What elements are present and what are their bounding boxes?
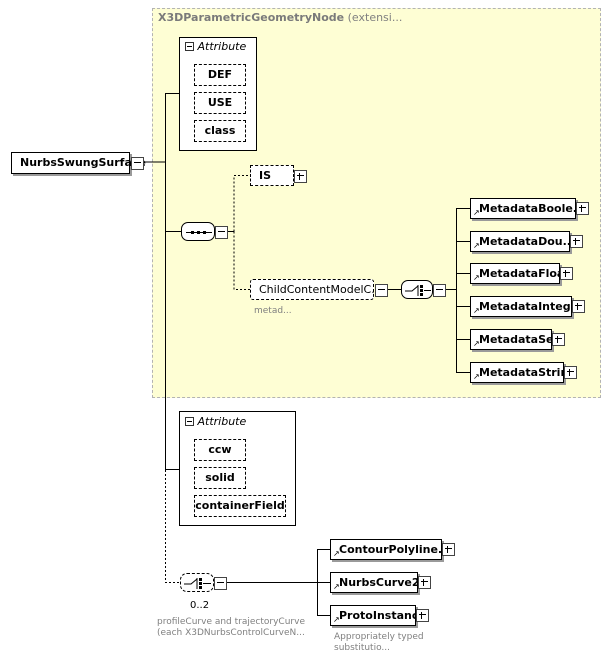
attribute-use-label: USE — [207, 96, 233, 109]
root-collapse-toggle[interactable] — [131, 157, 144, 170]
metadata-set-node[interactable]: ↗ MetadataSet — [470, 329, 559, 350]
root-node-label: NurbsSwungSurface — [20, 156, 146, 169]
proto-instance-label: ProtoInstance — [339, 609, 426, 622]
curve-choice-note: profileCurve and trajectoryCurve (each X… — [157, 617, 305, 638]
attribute-def-label: DEF — [207, 68, 233, 81]
metadata-string-label: MetadataString — [479, 366, 577, 379]
metadata-boolean-node[interactable]: ↗ MetadataBoole... — [470, 198, 585, 219]
curve-choice-compositor[interactable] — [180, 573, 214, 592]
is-node-label: IS — [259, 169, 272, 182]
metadata-integer-label: MetadataInteger — [479, 300, 584, 313]
metadata-set-label: MetadataSet — [479, 333, 559, 346]
attribute-class-label: class — [204, 124, 236, 137]
choice-compositor[interactable] — [401, 280, 433, 299]
metadata-double-label: MetadataDou... — [479, 235, 576, 248]
group-title: X3DParametricGeometryNode (extensi... — [158, 11, 402, 24]
contour-polyline-expand[interactable] — [442, 543, 455, 556]
proto-instance-node[interactable]: ↗ ProtoInstance — [330, 605, 426, 626]
sequence-compositor[interactable] — [181, 222, 215, 241]
attribute-solid[interactable]: solid — [194, 467, 246, 489]
attribute-group-1-header[interactable]: Attribute — [185, 40, 246, 53]
sequence-icon — [186, 231, 212, 234]
reference-arrow-icon: ↗ — [473, 273, 480, 282]
metadata-string-expand[interactable] — [564, 366, 577, 379]
attribute-solid-label: solid — [205, 471, 235, 484]
curve-choice-collapse-toggle[interactable] — [214, 577, 227, 590]
proto-instance-expand[interactable] — [416, 609, 429, 622]
metadata-float-expand[interactable] — [560, 267, 573, 280]
choice-icon — [405, 285, 431, 296]
nurbs-curve-2d-node[interactable]: ↗ NurbsCurve2D — [330, 572, 429, 593]
reference-arrow-icon: ↗ — [473, 306, 480, 315]
reference-arrow-icon: ↗ — [473, 339, 480, 348]
metadata-double-expand[interactable] — [570, 235, 583, 248]
nurbs-curve-2d-label: NurbsCurve2D — [339, 576, 429, 589]
attribute-group-2-header[interactable]: Attribute — [185, 415, 246, 428]
root-node[interactable]: NurbsSwungSurface — [11, 152, 146, 174]
metadata-boolean-expand[interactable] — [576, 202, 589, 215]
attribute-def[interactable]: DEF — [194, 64, 246, 86]
is-node[interactable]: IS — [250, 165, 294, 186]
metadata-float-label: MetadataFloat — [479, 267, 570, 280]
attribute-group-1-header-label: Attribute — [197, 40, 247, 53]
choice-collapse-toggle[interactable] — [433, 284, 446, 297]
collapse-icon[interactable] — [185, 417, 194, 426]
sequence-collapse-toggle[interactable] — [215, 226, 228, 239]
group-title-subtitle: (extensi... — [347, 11, 403, 24]
attribute-ccw[interactable]: ccw — [194, 439, 246, 461]
attribute-container-field[interactable]: containerField — [194, 495, 286, 517]
contour-polyline-label: ContourPolyline... — [339, 543, 451, 556]
reference-arrow-icon: ↗ — [473, 372, 480, 381]
attribute-group-2-header-label: Attribute — [197, 415, 247, 428]
choice-icon — [184, 578, 211, 589]
attribute-class[interactable]: class — [194, 120, 246, 142]
attribute-use[interactable]: USE — [194, 92, 246, 114]
reference-arrow-icon: ↗ — [473, 241, 480, 250]
metadata-boolean-label: MetadataBoole... — [479, 202, 586, 215]
metadata-string-node[interactable]: ↗ MetadataString — [470, 362, 576, 383]
metadata-float-node[interactable]: ↗ MetadataFloat — [470, 263, 570, 284]
attribute-container-field-label: containerField — [195, 499, 285, 512]
metadata-integer-expand[interactable] — [572, 300, 585, 313]
collapse-icon[interactable] — [185, 42, 194, 51]
curve-choice-cardinality: 0..2 — [190, 600, 210, 611]
metadata-integer-node[interactable]: ↗ MetadataInteger — [470, 296, 583, 317]
child-content-model-note: metad... — [254, 306, 292, 316]
is-expand-toggle[interactable] — [294, 170, 307, 183]
child-content-model-label: ChildContentModelC... — [259, 283, 382, 296]
metadata-set-expand[interactable] — [552, 333, 565, 346]
nurbs-curve-2d-expand[interactable] — [418, 576, 431, 589]
reference-arrow-icon: ↗ — [333, 615, 340, 624]
contour-polyline-node[interactable]: ↗ ContourPolyline... — [330, 539, 450, 560]
child-content-model-collapse-toggle[interactable] — [375, 284, 388, 297]
attribute-ccw-label: ccw — [208, 443, 232, 456]
reference-arrow-icon: ↗ — [333, 549, 340, 558]
child-content-model-node[interactable]: ChildContentModelC... — [250, 279, 382, 300]
group-title-name: X3DParametricGeometryNode — [158, 11, 345, 24]
reference-arrow-icon: ↗ — [333, 582, 340, 591]
reference-arrow-icon: ↗ — [473, 208, 480, 217]
metadata-double-node[interactable]: ↗ MetadataDou... — [470, 231, 575, 252]
proto-instance-note: Appropriately typed substitutio... — [334, 632, 424, 653]
